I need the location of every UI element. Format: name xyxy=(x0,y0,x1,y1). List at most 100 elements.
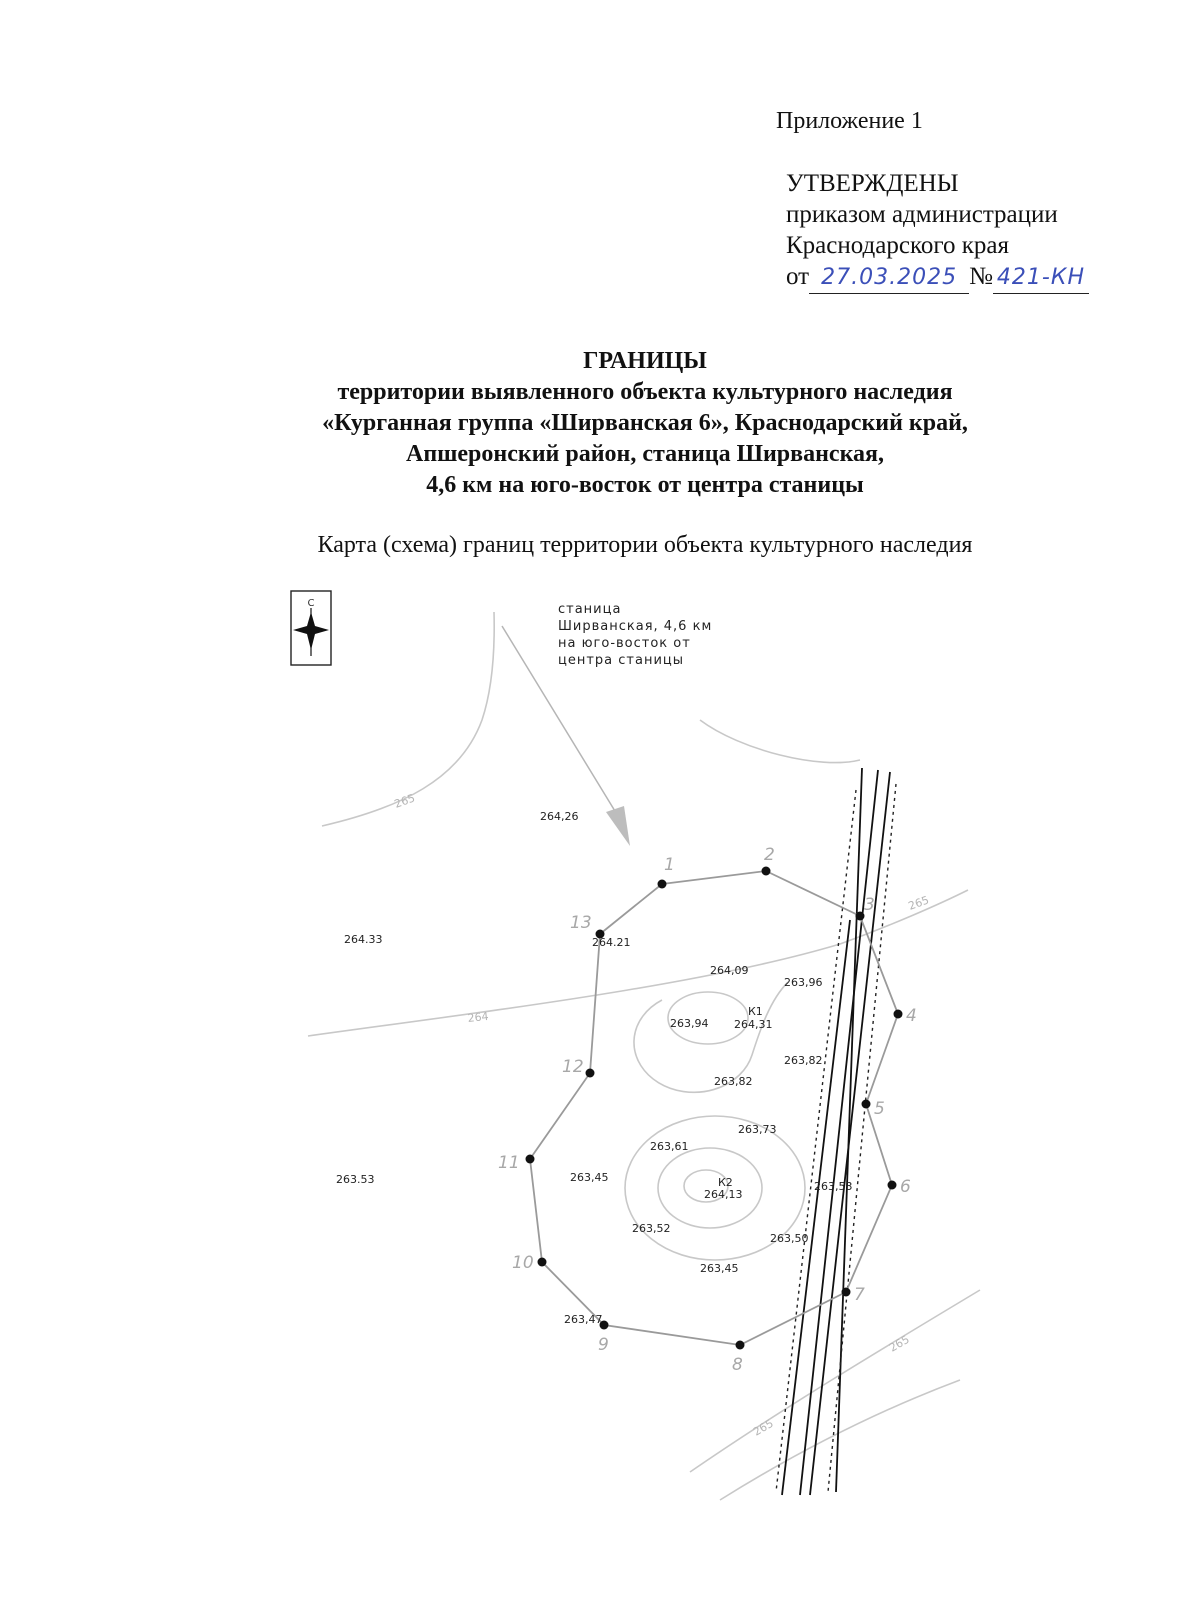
elevation: 263,61 xyxy=(650,1140,689,1153)
point-number: 9 xyxy=(598,1335,609,1355)
contour-line xyxy=(719,1379,961,1501)
road-line xyxy=(835,767,863,1493)
compass-north-label: С xyxy=(308,598,315,609)
road-line xyxy=(809,771,891,1496)
contour-value: 265 xyxy=(887,1333,912,1355)
location-line-2: Ширванская, 4,6 км xyxy=(558,619,712,634)
boundary-point xyxy=(525,1154,535,1164)
contour-line xyxy=(633,981,789,1094)
approval-block: УТВЕРЖДЕНЫ приказом администрации Красно… xyxy=(786,168,1089,294)
title-line-1: территории выявленного объекта культурно… xyxy=(337,379,953,405)
title-line-4: 4,6 км на юго-восток от центра станицы xyxy=(426,472,864,498)
boundary-point xyxy=(893,1009,903,1019)
boundary-point xyxy=(595,929,605,939)
elevation: 263.53 xyxy=(336,1173,375,1186)
date-prefix: от xyxy=(786,263,810,290)
point-number: 6 xyxy=(900,1177,911,1197)
title-heading: ГРАНИЦЫ xyxy=(583,348,707,374)
point-number: 13 xyxy=(570,913,592,933)
boundary-point xyxy=(599,1320,609,1330)
boundary-point xyxy=(735,1340,745,1350)
contour-line xyxy=(624,1115,806,1261)
point-number: 3 xyxy=(864,895,875,915)
road-line xyxy=(781,919,851,1496)
elevation: 264.21 xyxy=(592,936,631,949)
contour-lines xyxy=(307,611,981,1501)
elevation: 263,96 xyxy=(784,976,823,989)
road-edge xyxy=(775,789,857,1493)
elevation: 264,09 xyxy=(710,964,749,977)
point-number: 11 xyxy=(498,1153,520,1173)
road-line xyxy=(799,769,879,1496)
contour-line xyxy=(699,719,861,764)
approval-line-1: УТВЕРЖДЕНЫ xyxy=(786,170,959,197)
contour-value: 265 xyxy=(751,1417,776,1439)
approval-line-3: Краснодарского края xyxy=(786,232,1009,259)
direction-arrow xyxy=(501,625,630,846)
location-line-3: на юго-восток от xyxy=(558,636,691,651)
point-number: 8 xyxy=(732,1355,743,1375)
title-line-3: Апшеронский район, станица Ширванская, xyxy=(405,441,885,467)
point-number: 10 xyxy=(512,1253,534,1273)
boundary-point xyxy=(585,1068,595,1078)
boundary-polygon xyxy=(529,870,899,1346)
number-prefix: № xyxy=(969,263,993,290)
approval-line-2: приказом администрации xyxy=(786,201,1058,228)
point-number: 5 xyxy=(874,1099,885,1119)
compass-frame xyxy=(290,590,332,666)
boundary-points xyxy=(525,866,903,1350)
contour-line xyxy=(657,1147,763,1229)
handwritten-number: 421-КН xyxy=(996,265,1086,290)
annex-label: Приложение 1 xyxy=(776,108,923,134)
contour-line xyxy=(683,1169,729,1203)
location-label: станица Ширванская, 4,6 км на юго-восток… xyxy=(558,602,712,668)
contour-value: 265 xyxy=(393,791,417,810)
compass-icon: С xyxy=(290,590,332,666)
point-number: 1 xyxy=(664,855,675,875)
contour-line xyxy=(321,611,495,827)
arrow-head xyxy=(606,806,630,846)
location-line-4: центра станицы xyxy=(558,653,684,668)
elevation: 263,82 xyxy=(784,1054,823,1067)
boundary-point xyxy=(841,1287,851,1297)
elevation: 263,52 xyxy=(632,1222,671,1235)
elevation: 263,94 xyxy=(670,1017,709,1030)
point-number: 7 xyxy=(854,1285,865,1305)
mound-labels: К1 К2 xyxy=(718,1005,763,1189)
elevation: 263,50 xyxy=(770,1232,809,1245)
mound-label: К1 xyxy=(748,1005,763,1018)
point-number: 4 xyxy=(906,1006,917,1026)
boundary-point xyxy=(537,1257,547,1267)
document-title: ГРАНИЦЫ территории выявленного объекта к… xyxy=(0,346,1200,501)
elevation-labels: 264,26 264.33 264.21 264,09 263,96 263,9… xyxy=(336,810,853,1326)
contour-line xyxy=(307,889,969,1037)
elevation: 263,45 xyxy=(570,1171,609,1184)
boundary-point xyxy=(657,879,667,889)
elevation: 263,53 xyxy=(814,1180,853,1193)
elevation: 264,13 xyxy=(704,1188,743,1201)
elevation: 263,82 xyxy=(714,1075,753,1088)
contour-line xyxy=(689,1289,981,1473)
contour-value: 264 xyxy=(467,1010,489,1025)
handwritten-date: 27.03.2025 xyxy=(821,265,958,290)
boundary-point xyxy=(761,866,771,876)
location-line-1: станица xyxy=(558,602,621,617)
point-numbers: 1 2 3 4 5 6 7 8 9 10 11 12 13 xyxy=(498,845,917,1375)
elevation: 264.33 xyxy=(344,933,383,946)
point-number: 2 xyxy=(764,845,775,865)
boundary-point xyxy=(861,1099,871,1109)
elevation: 263,45 xyxy=(700,1262,739,1275)
elevation: 264,26 xyxy=(540,810,579,823)
map-caption: Карта (схема) границ территории объекта … xyxy=(317,532,973,558)
boundary-point xyxy=(887,1180,897,1190)
arrow-shaft xyxy=(501,625,619,817)
elevation: 263,47 xyxy=(564,1313,603,1326)
title-line-2: «Курганная группа «Ширванская 6», Красно… xyxy=(322,410,968,436)
boundary-point xyxy=(855,911,865,921)
mound-label: К2 xyxy=(718,1176,733,1189)
elevation: 263,73 xyxy=(738,1123,777,1136)
point-number: 12 xyxy=(562,1057,584,1077)
elevation: 264,31 xyxy=(734,1018,773,1031)
